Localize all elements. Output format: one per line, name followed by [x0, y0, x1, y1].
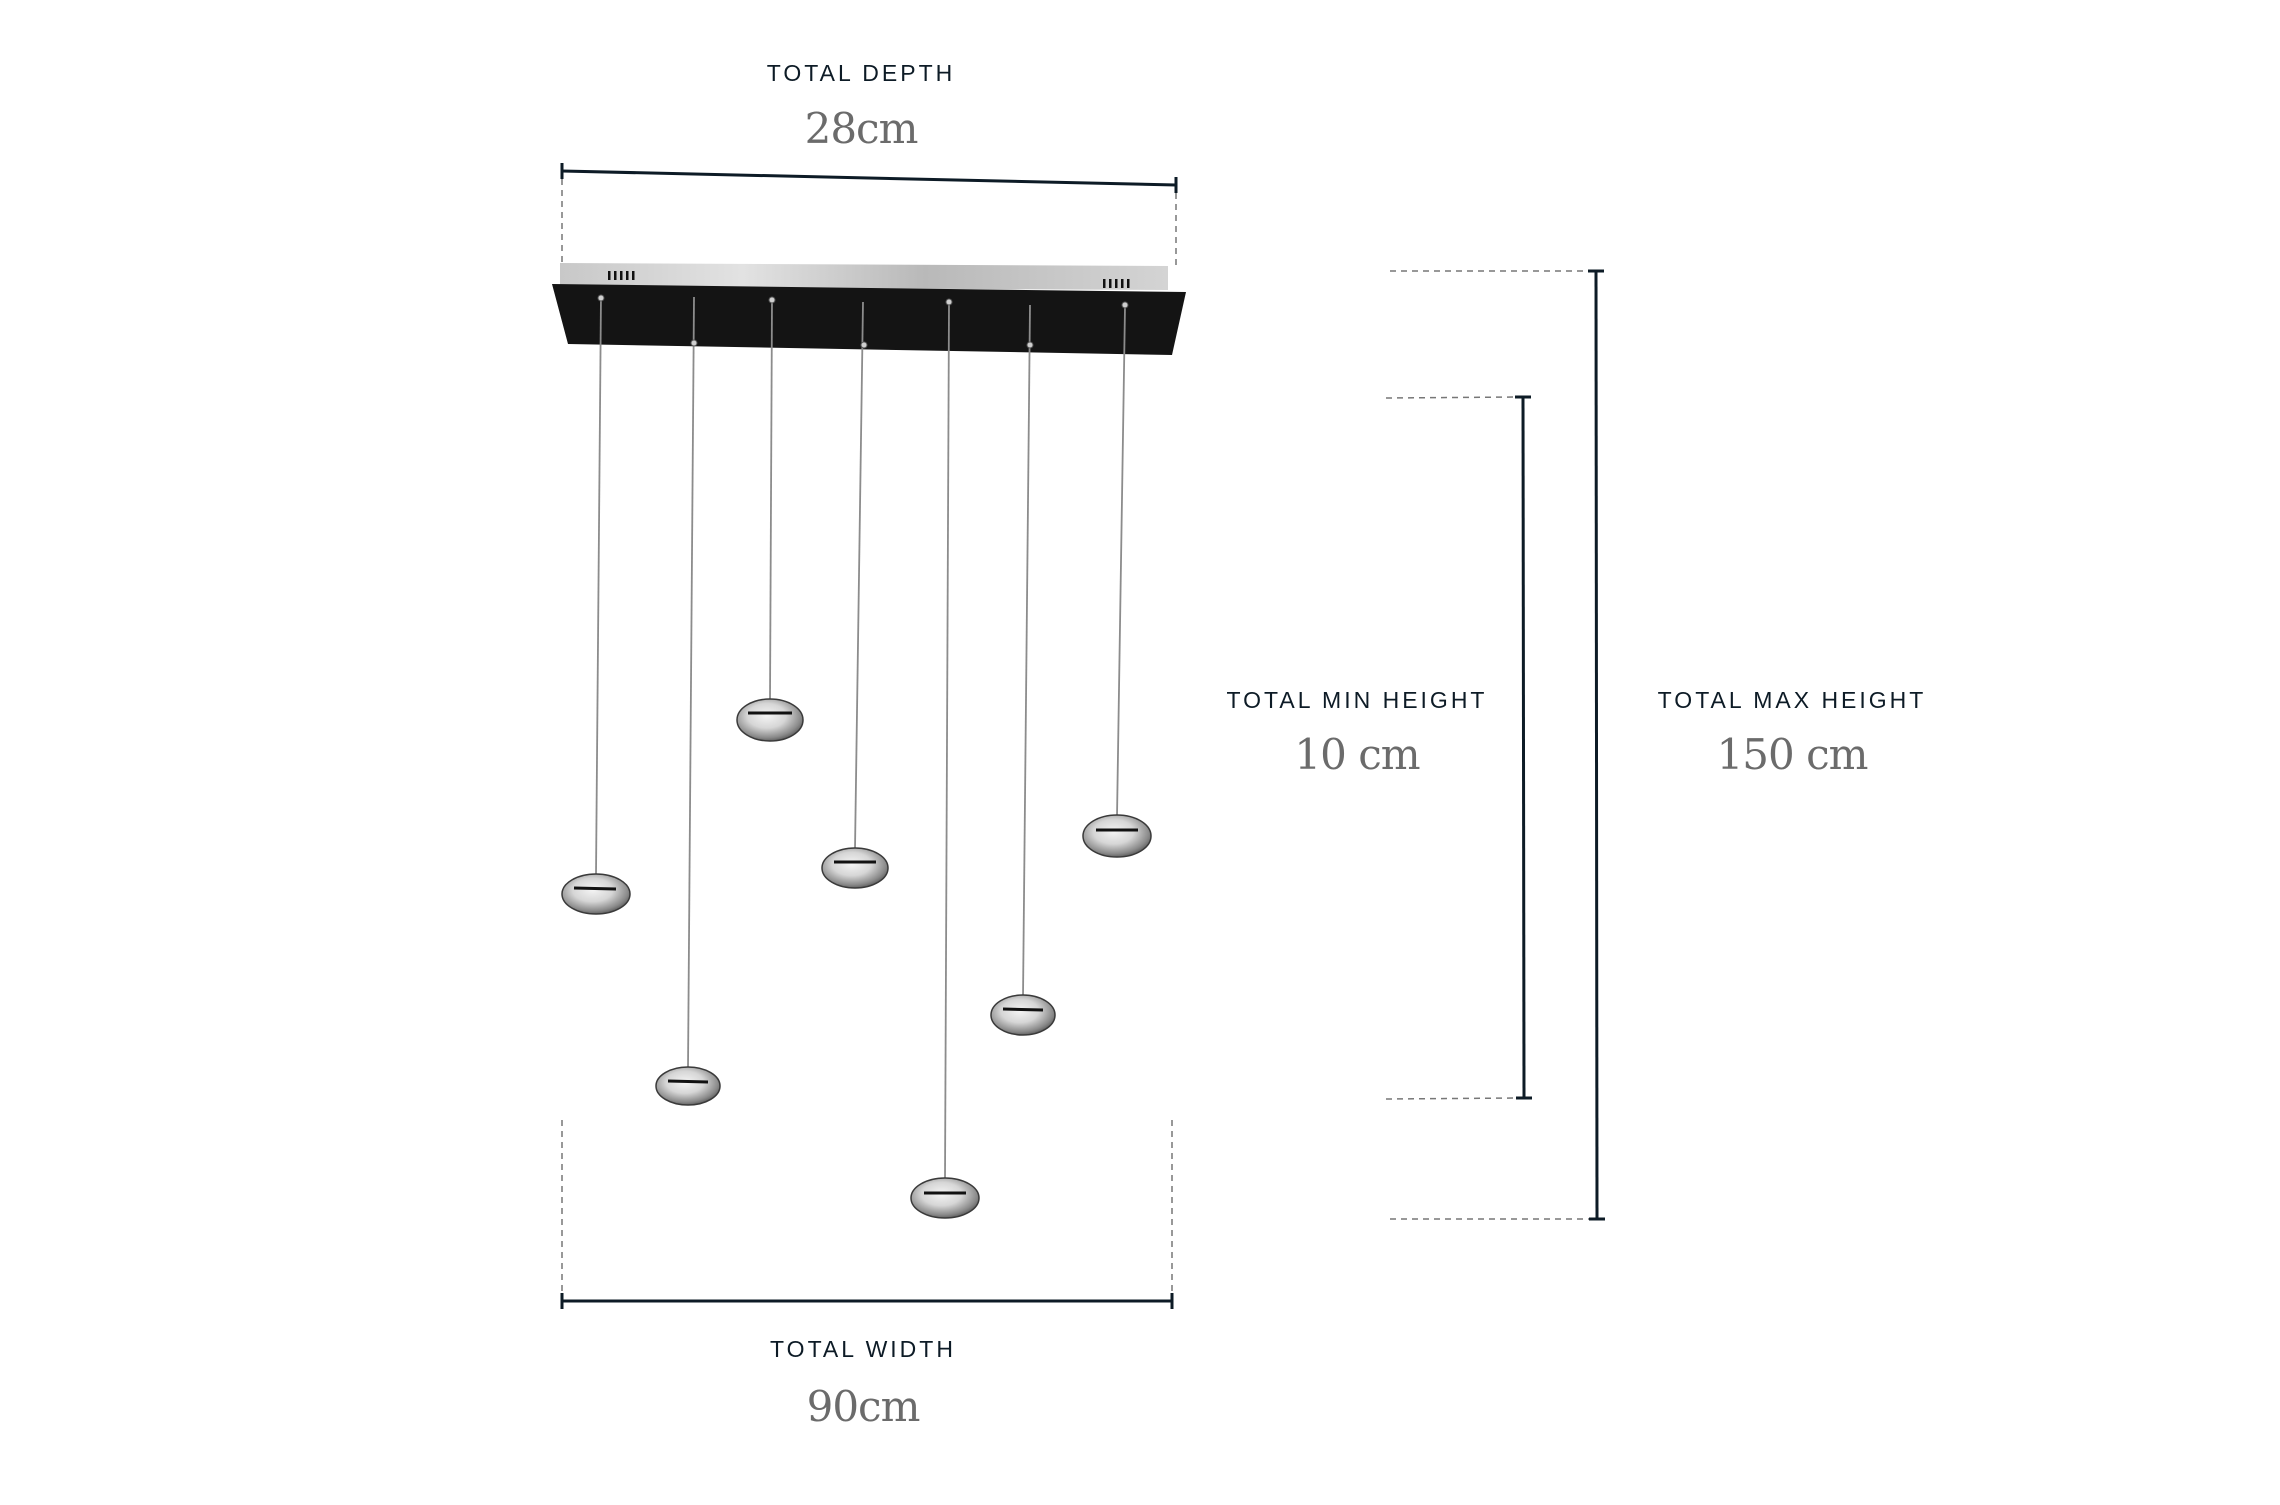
pendant-7 — [1082, 814, 1152, 858]
min-height-dimension — [1385, 395, 1532, 1100]
max-height-value: 150 cm — [1716, 730, 1869, 779]
width-dimension — [560, 1120, 1174, 1309]
pendant-4 — [821, 847, 889, 889]
max-height-dimension — [1390, 269, 1605, 1221]
min-height-value: 10 cm — [1294, 730, 1420, 779]
canopy — [552, 263, 1186, 355]
pendant-6 — [990, 994, 1056, 1036]
width-label: TOTAL WIDTH — [770, 1336, 956, 1362]
pendant-2 — [655, 1066, 721, 1106]
pendant-5 — [910, 1177, 980, 1219]
pendant-reflections — [573, 711, 1138, 1195]
min-height-label: TOTAL MIN HEIGHT — [1226, 687, 1488, 713]
pendant-shades — [561, 698, 1152, 1219]
cable-knots — [597, 294, 1129, 349]
depth-label: TOTAL DEPTH — [766, 60, 956, 86]
depth-value: 28cm — [804, 104, 919, 153]
max-height-label: TOTAL MAX HEIGHT — [1657, 687, 1927, 713]
pendant-3 — [736, 698, 804, 742]
pendants — [595, 294, 1126, 1180]
width-value: 90cm — [806, 1382, 921, 1431]
depth-dimension — [560, 163, 1178, 270]
pendant-1 — [561, 873, 631, 915]
